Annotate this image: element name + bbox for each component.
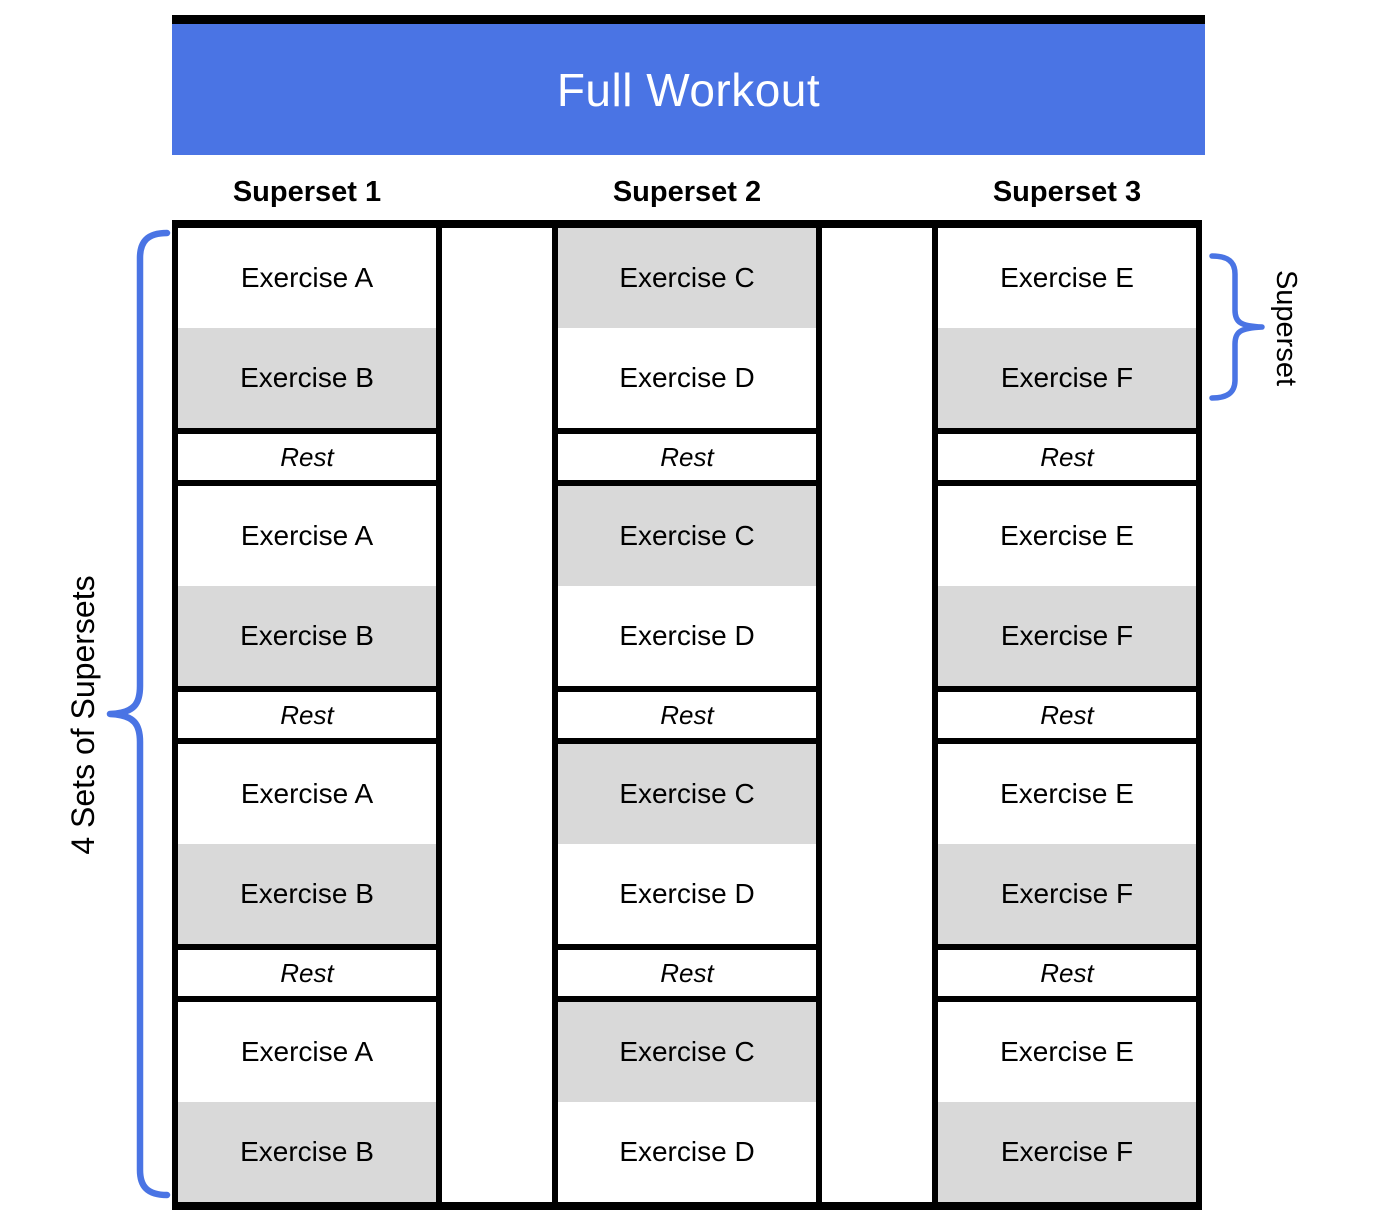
exercise-cell: Exercise F <box>938 844 1196 944</box>
exercise-cell: Exercise E <box>938 744 1196 844</box>
exercise-cell: Exercise D <box>558 328 816 428</box>
rest-row: Rest <box>178 692 436 744</box>
exercise-cell: Exercise E <box>938 486 1196 586</box>
exercise-cell: Exercise C <box>558 486 816 586</box>
page-title: Full Workout <box>556 63 821 116</box>
rest-row: Rest <box>938 692 1196 744</box>
column-header-superset-2: Superset 2 <box>612 175 762 208</box>
right-brace-label: Superset <box>1270 269 1303 387</box>
exercise-cell: Exercise E <box>938 228 1196 328</box>
exercise-cell: Exercise B <box>178 1102 436 1202</box>
exercise-cell: Exercise A <box>178 486 436 586</box>
exercise-cell: Exercise D <box>558 1102 816 1202</box>
exercise-cell: Exercise A <box>178 744 436 844</box>
exercise-cell: Exercise C <box>558 228 816 328</box>
exercise-cell: Exercise D <box>558 586 816 686</box>
right-brace <box>1209 253 1265 401</box>
rest-row: Rest <box>178 434 436 486</box>
exercise-cell: Exercise B <box>178 586 436 686</box>
rest-row: Rest <box>558 950 816 1002</box>
exercise-cell: Exercise A <box>178 228 436 328</box>
left-brace-label: 4 Sets of Supersets <box>64 575 101 855</box>
rest-row: Rest <box>558 692 816 744</box>
top-border-bar <box>172 15 1205 24</box>
exercise-cell: Exercise A <box>178 1002 436 1102</box>
exercise-cell: Exercise C <box>558 1002 816 1102</box>
exercise-cell: Exercise C <box>558 744 816 844</box>
exercise-cell: Exercise F <box>938 586 1196 686</box>
column-header-superset-1: Superset 1 <box>232 175 382 208</box>
exercise-cell: Exercise F <box>938 328 1196 428</box>
rest-row: Rest <box>558 434 816 486</box>
column-header-superset-3: Superset 3 <box>992 175 1142 208</box>
exercise-cell: Exercise B <box>178 844 436 944</box>
exercise-cell: Exercise B <box>178 328 436 428</box>
rest-row: Rest <box>938 950 1196 1002</box>
left-brace <box>106 229 171 1199</box>
exercise-cell: Exercise D <box>558 844 816 944</box>
exercise-cell: Exercise F <box>938 1102 1196 1202</box>
exercise-cell: Exercise E <box>938 1002 1196 1102</box>
rest-row: Rest <box>178 950 436 1002</box>
banner: Full Workout <box>172 24 1205 155</box>
rest-row: Rest <box>938 434 1196 486</box>
